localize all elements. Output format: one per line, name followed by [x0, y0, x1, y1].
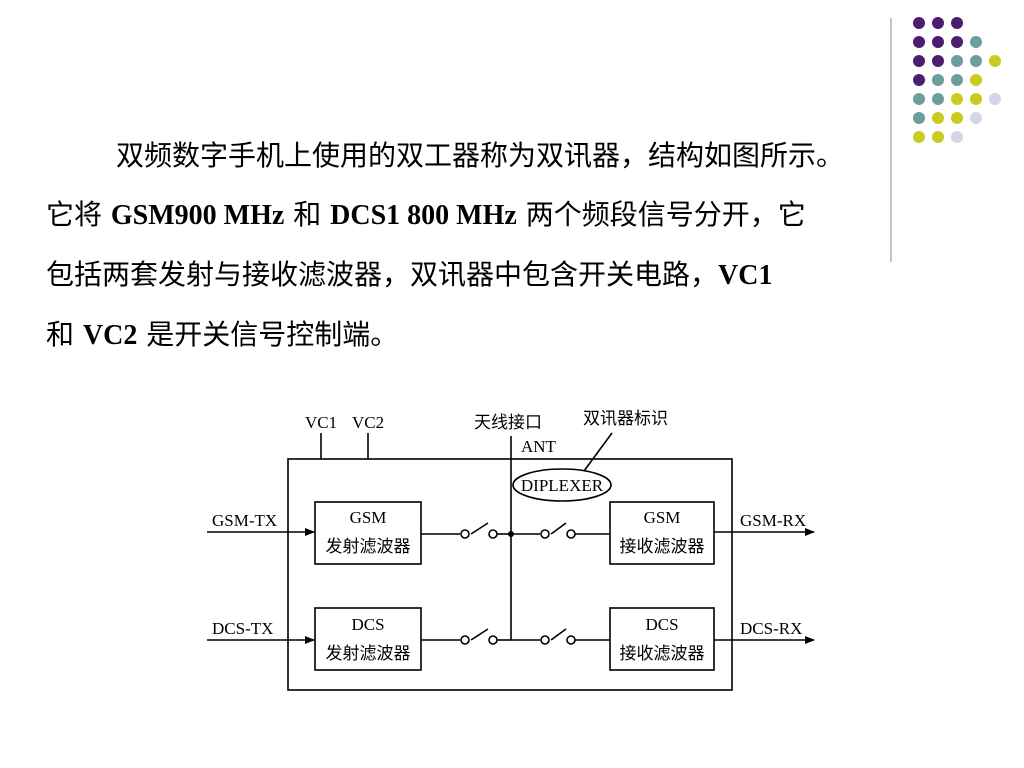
gsm-tx-filter-line1: GSM	[350, 508, 387, 527]
decoration-dot	[951, 36, 963, 48]
decoration-dot	[970, 93, 982, 105]
text-bold-vc1: VC1	[718, 260, 773, 291]
dcs-tx-switch	[421, 628, 511, 645]
decoration-dot	[951, 17, 963, 29]
gsm-tx-switch	[421, 522, 511, 539]
paragraph-line-2: 它将 GSM900 MHz 和 DCS1 800 MHz 两个频段信号分开，它	[46, 185, 986, 245]
dot-grid	[913, 17, 1001, 143]
gsm-rx-label: GSM-RX	[740, 511, 806, 530]
decoration-dot	[932, 93, 944, 105]
vc2-label: VC2	[352, 413, 384, 432]
paragraph-line-4: 和 VC2 是开关信号控制端。	[46, 305, 986, 365]
decoration-dot	[951, 112, 963, 124]
decoration-dot	[989, 55, 1001, 67]
ant-label: ANT	[521, 437, 557, 456]
dcs-rx-filter-box	[609, 607, 715, 671]
decoration-dot	[989, 93, 1001, 105]
text-segment: 是开关信号控制端。	[137, 318, 399, 351]
antenna-port-label: 天线接口	[474, 413, 542, 432]
decoration-dot	[913, 55, 925, 67]
diplexer-enclosure	[287, 458, 733, 691]
decoration-dot	[970, 36, 982, 48]
decoration-dot	[951, 55, 963, 67]
decoration-dot	[913, 93, 925, 105]
gsm-rx-filter-box	[609, 501, 715, 565]
diplexer-label: DIPLEXER	[521, 476, 604, 495]
gsm-tx-label: GSM-TX	[212, 511, 277, 530]
decoration-dot	[932, 36, 944, 48]
dcs-rx-label: DCS-RX	[740, 619, 802, 638]
decoration-dot	[913, 36, 925, 48]
junction-dot	[508, 531, 514, 537]
decoration-dot	[932, 74, 944, 86]
dcs-tx-filter-line1: DCS	[351, 615, 384, 634]
gsm-rx-filter-line1: GSM	[644, 508, 681, 527]
decoration-dot	[913, 17, 925, 29]
decoration-dot	[951, 93, 963, 105]
dcs-tx-filter-line2: 发射滤波器	[326, 644, 411, 663]
gsm-tx-filter-box	[314, 501, 422, 565]
dcs-rx-filter-line2: 接收滤波器	[620, 644, 705, 663]
paragraph-line-3: 包括两套发射与接收滤波器，双讯器中包含开关电路，VC1	[46, 245, 986, 305]
text-bold-dcs1800: DCS1 800 MHz	[330, 200, 517, 231]
text-segment: 包括两套发射与接收滤波器，双讯器中包含开关电路，	[46, 258, 719, 291]
text-segment: 和	[284, 198, 331, 231]
decoration-dot	[970, 55, 982, 67]
decoration-dot	[913, 131, 925, 143]
text-segment: 和	[46, 318, 83, 351]
diplexer-leader-line	[583, 432, 613, 472]
dcs-rx-filter-line1: DCS	[645, 615, 678, 634]
vc1-label: VC1	[305, 413, 337, 432]
decoration-dot	[932, 112, 944, 124]
text-bold-gsm900: GSM900 MHz	[110, 200, 285, 231]
decoration-dot	[932, 17, 944, 29]
intro-paragraph: 双频数字手机上使用的双工器称为双讯器，结构如图所示。 它将 GSM900 MHz…	[46, 126, 986, 365]
text-segment: 两个频段信号分开，它	[516, 198, 806, 231]
decoration-dot	[951, 74, 963, 86]
diplexer-label-ellipse	[512, 468, 612, 502]
paragraph-line-1: 双频数字手机上使用的双工器称为双讯器，结构如图所示。	[116, 139, 845, 172]
decoration-dot	[951, 131, 963, 143]
decoration-dot	[970, 74, 982, 86]
decoration-dot	[913, 112, 925, 124]
decoration-dot	[970, 112, 982, 124]
dcs-tx-filter-box	[314, 607, 422, 671]
gsm-rx-filter-line2: 接收滤波器	[620, 537, 705, 556]
decoration-dot	[913, 74, 925, 86]
gsm-tx-filter-line2: 发射滤波器	[326, 537, 411, 556]
gsm-rx-switch	[511, 522, 610, 539]
decoration-dot	[932, 131, 944, 143]
dcs-rx-switch	[511, 628, 610, 645]
text-segment: 它将	[46, 198, 111, 231]
text-bold-vc2: VC2	[82, 320, 138, 351]
diplexer-mark-label: 双讯器标识	[583, 409, 668, 428]
decoration-dot	[932, 55, 944, 67]
dcs-tx-label: DCS-TX	[212, 619, 273, 638]
